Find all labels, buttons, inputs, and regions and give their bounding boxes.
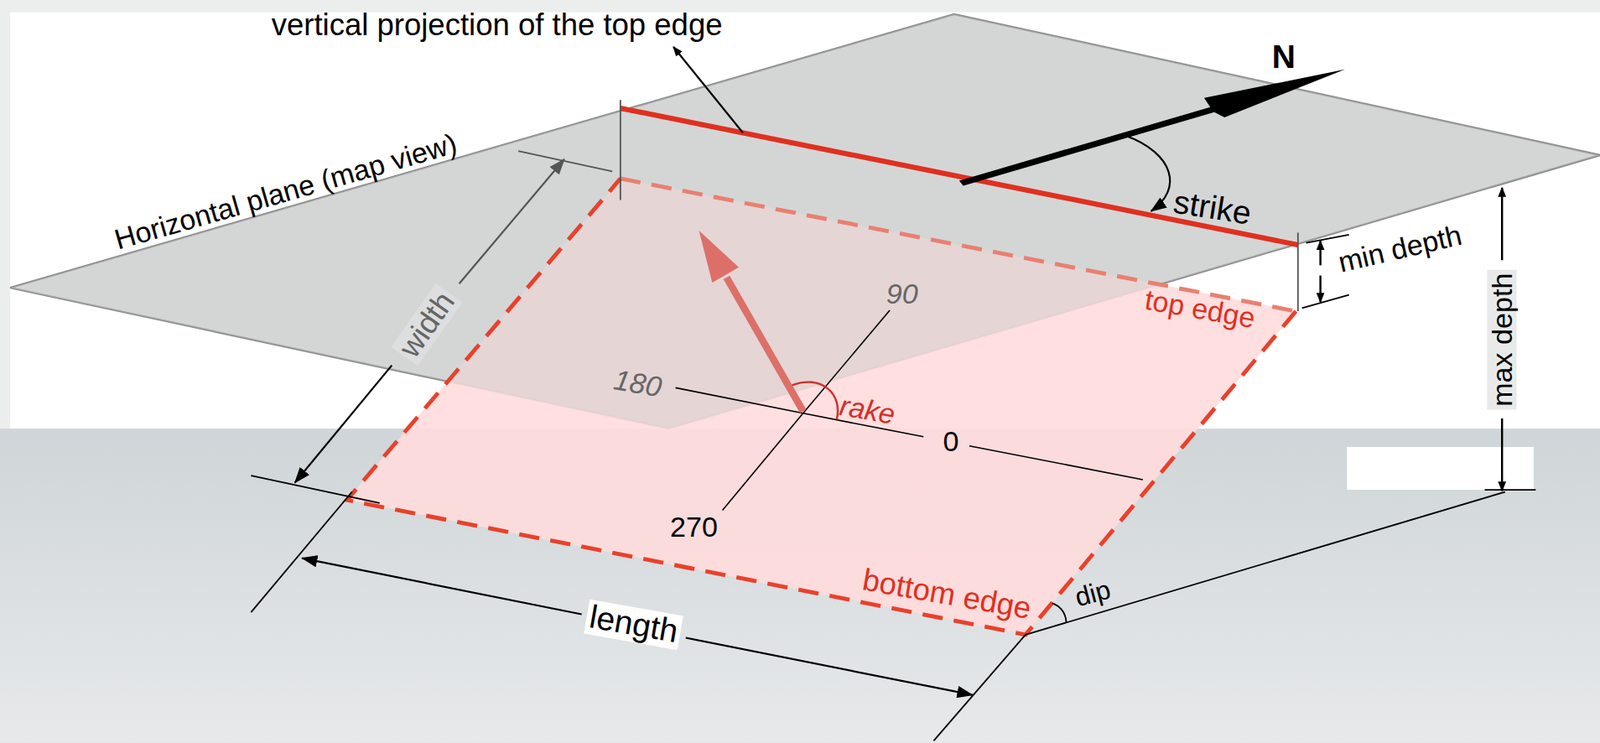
projection-tick — [619, 99, 622, 200]
width-dimension — [295, 365, 393, 484]
white-patch — [1346, 446, 1534, 490]
top-edge-projection — [620, 108, 1299, 245]
upper-ground — [0, 0, 1600, 429]
min-depth-arrow — [1319, 275, 1321, 303]
north-arrow — [959, 69, 1346, 187]
horizontal-plane — [10, 14, 1600, 429]
fault-top-edge — [620, 178, 1297, 312]
rake-axis — [969, 446, 1143, 480]
plane-overlay — [10, 14, 1600, 429]
min-depth-tick — [1306, 234, 1350, 244]
slip-vector — [726, 277, 803, 411]
depth-label: max depth — [1486, 270, 1517, 410]
rake-angle: 270 — [666, 512, 721, 543]
dip-reference — [1025, 492, 1506, 635]
rake-angle: 90 — [883, 279, 921, 310]
north-label: N — [1268, 40, 1299, 75]
length-dimension — [685, 638, 973, 696]
width-dimension — [459, 159, 565, 284]
projection-tick — [1297, 232, 1299, 312]
min-depth-arrow — [1319, 240, 1321, 265]
length-extension — [250, 492, 352, 613]
leader-line — [673, 46, 743, 133]
min-depth-tick — [1302, 295, 1350, 309]
rake-axis — [722, 413, 804, 511]
width-extension — [518, 150, 613, 172]
upper-ground-inner — [10, 12, 1600, 429]
rake-angle: 0 — [940, 426, 962, 458]
max-depth-tick — [1485, 488, 1537, 491]
width-extension — [250, 475, 380, 504]
max-depth-arrow — [1501, 187, 1503, 260]
strike-arc — [1125, 135, 1170, 212]
caption-note: vertical projection of the top edge — [268, 8, 726, 41]
slip-arrowhead — [699, 230, 739, 283]
rake-axis — [675, 387, 804, 413]
length-extension — [933, 634, 1026, 742]
dip-arc — [1052, 602, 1067, 623]
max-depth-arrow — [1501, 418, 1503, 491]
length-dimension — [301, 558, 582, 615]
